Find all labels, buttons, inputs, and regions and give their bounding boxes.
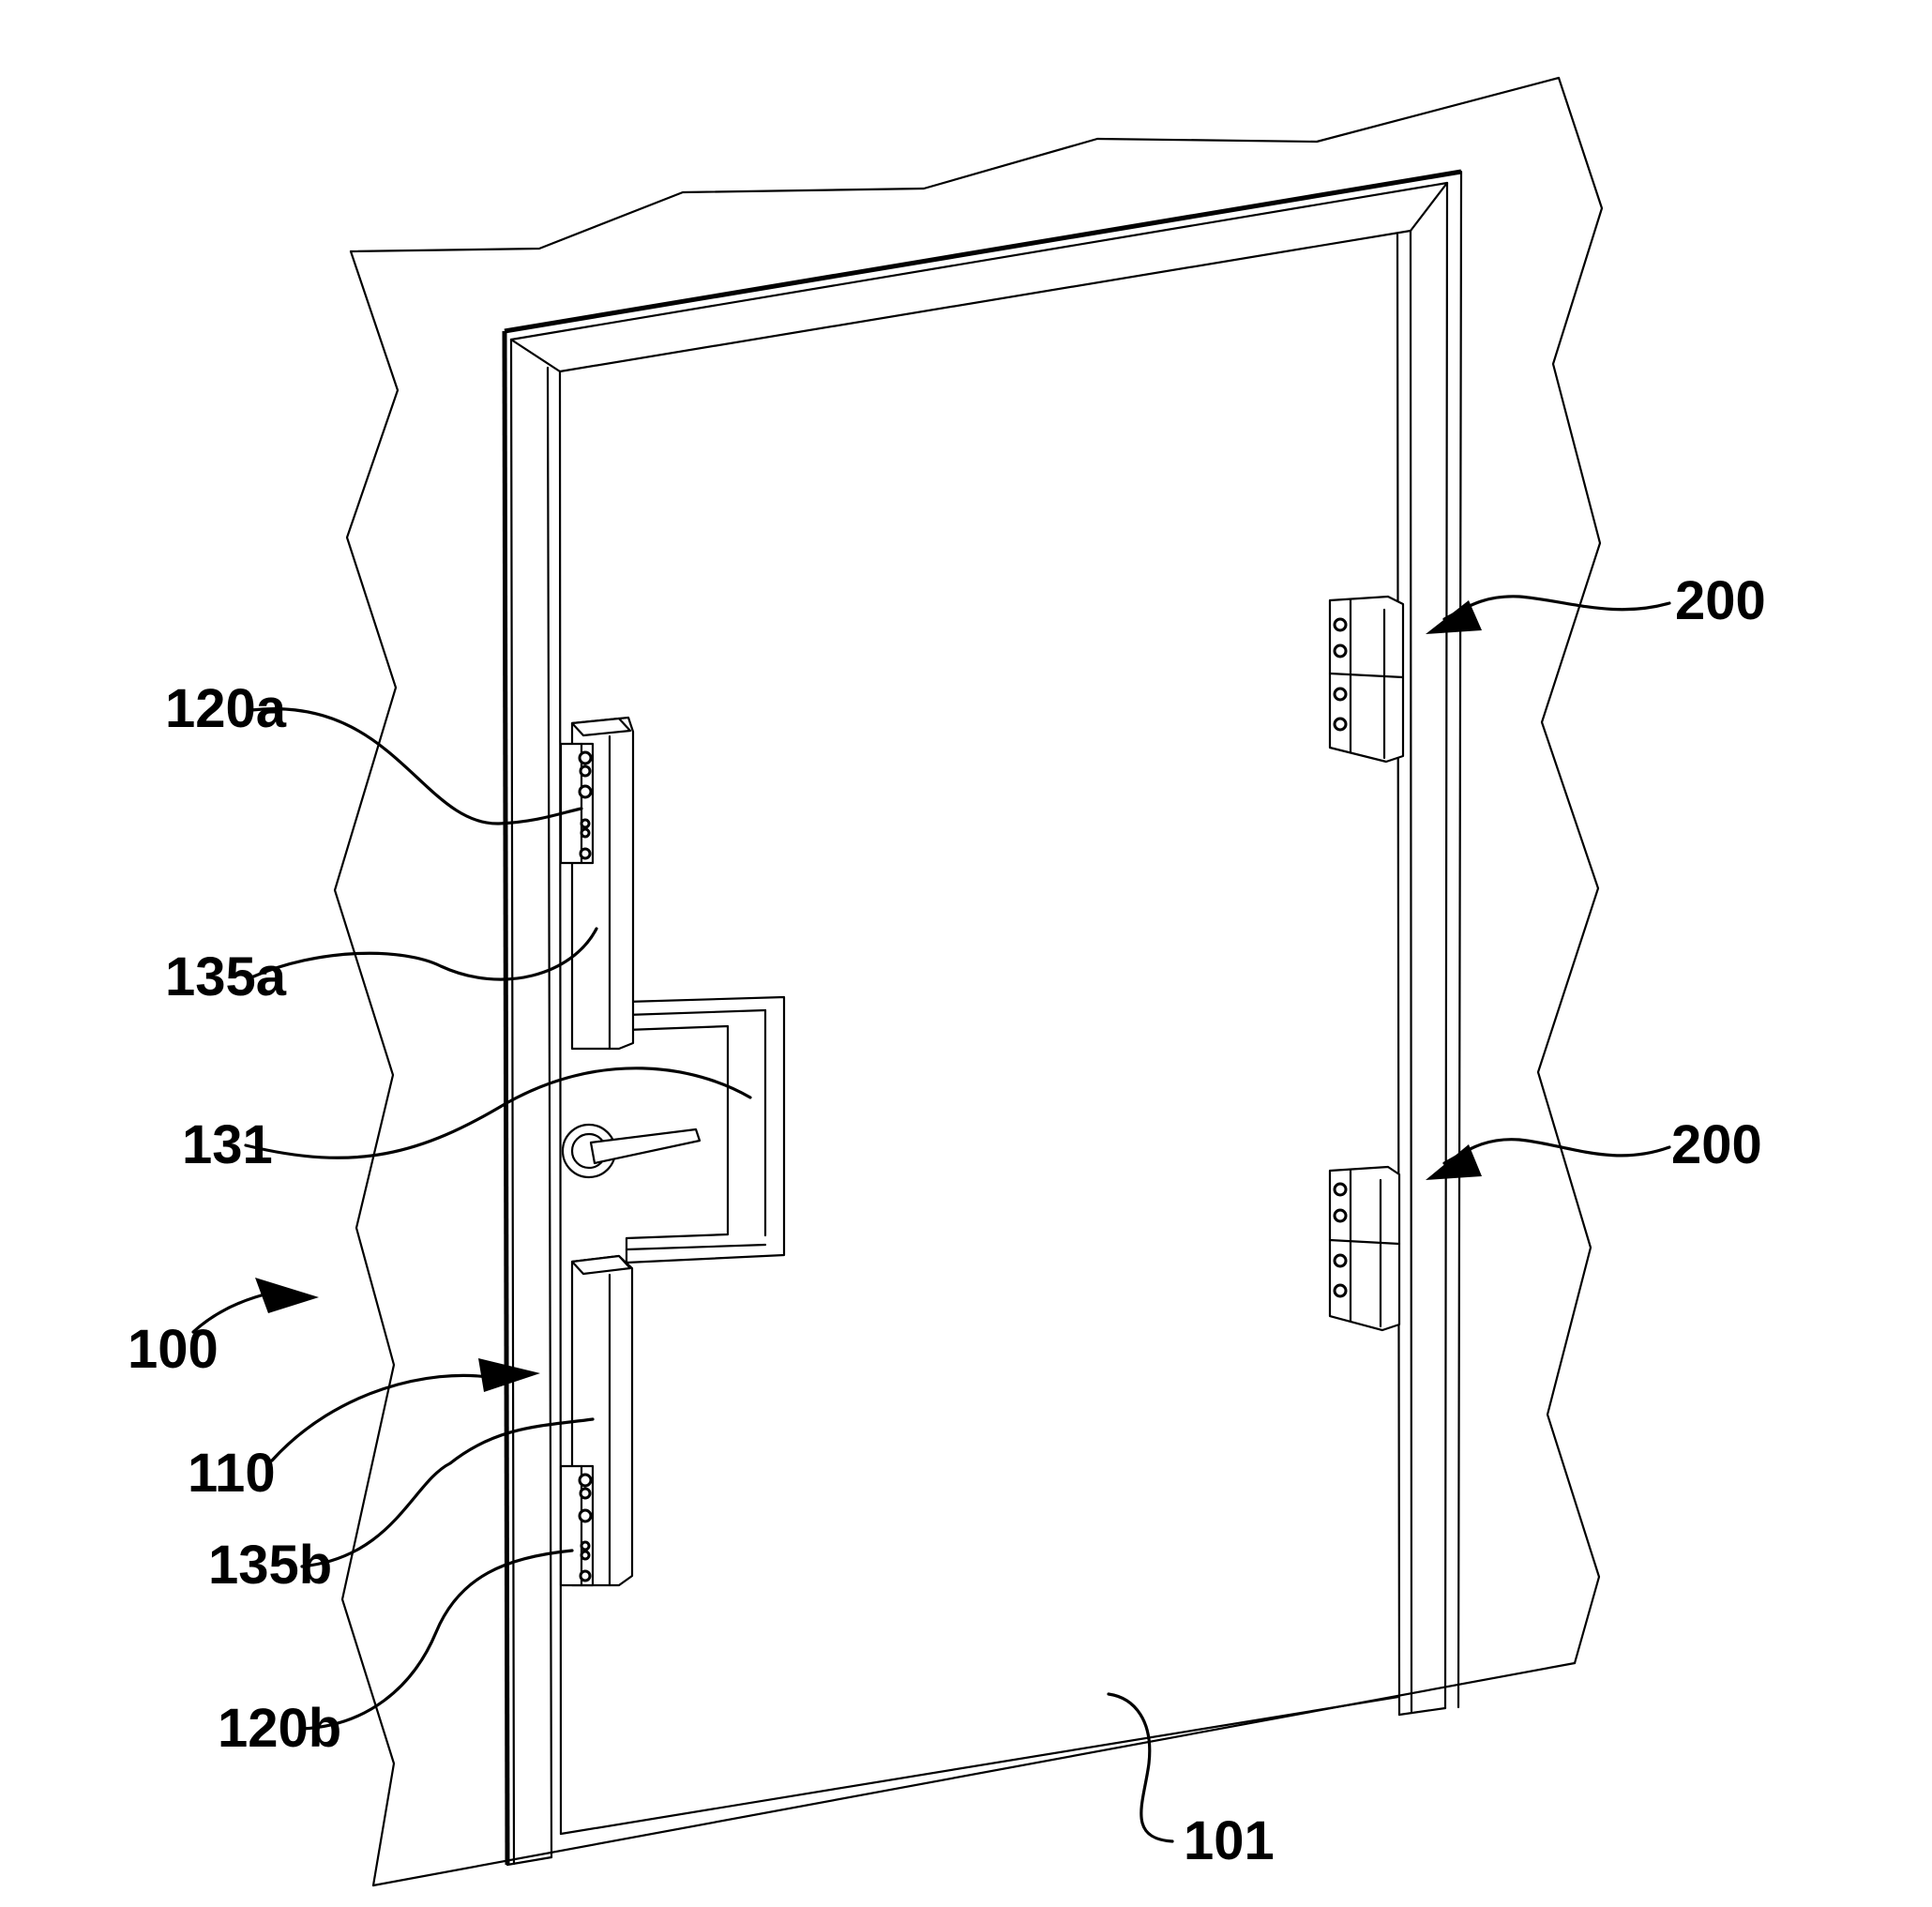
hinge-120a-screw — [581, 849, 590, 858]
leader-120b — [302, 1551, 572, 1729]
ref-110: 110 — [188, 1443, 276, 1504]
strike-plate-lower — [1330, 1167, 1399, 1330]
hinge-120a-screw — [581, 829, 589, 837]
frame-miter-right — [1411, 183, 1447, 231]
hinge-120b — [561, 1466, 593, 1585]
wall-left-break-line — [335, 251, 398, 1885]
strike-plate-lower-screw — [1335, 1210, 1346, 1221]
ref-101: 101 — [1184, 1810, 1275, 1871]
strike-plate-upper — [1330, 597, 1403, 762]
frame-right-inner-edge — [1445, 183, 1447, 1708]
strike-plate-upper-screw — [1335, 689, 1346, 700]
hinge-120b-screw — [581, 1571, 590, 1581]
strike-plate-upper-screw — [1335, 619, 1346, 630]
leader-200-lower-arrowhead — [1426, 1144, 1482, 1180]
leader-135b — [302, 1419, 593, 1566]
wall-top-break-line — [351, 78, 1559, 251]
hinge-120a-screw — [581, 766, 590, 776]
ref-120a: 120a — [165, 678, 287, 739]
strike-plate-upper-screw — [1335, 645, 1346, 657]
ref-135b: 135b — [208, 1535, 332, 1596]
frame-right-jamb-face-2 — [1397, 235, 1399, 1715]
strike-plate-lower-screw — [1335, 1255, 1346, 1266]
wall-right-break-line — [1538, 78, 1602, 1663]
hinge-120b-screw — [580, 1510, 591, 1521]
leader-101 — [1109, 1694, 1172, 1841]
leader-135a — [251, 929, 596, 979]
frame-right-outer-edge — [1458, 172, 1461, 1707]
hinge-120a-screw — [581, 820, 589, 827]
hinge-120b-screw — [580, 1475, 591, 1486]
ref-200-upper: 200 — [1675, 570, 1766, 631]
leader-110 — [272, 1375, 488, 1461]
leader-lines — [193, 597, 1669, 1841]
frame-top-outer-edge — [505, 172, 1461, 331]
leader-200-upper — [1444, 597, 1669, 619]
leader-110-arrowhead — [478, 1358, 540, 1392]
hinge-120a-screw — [580, 752, 591, 764]
strike-plate-lower-screw — [1335, 1285, 1346, 1296]
frame-left-jamb-face — [548, 368, 551, 1857]
leader-100-arrowhead — [255, 1278, 319, 1313]
door-leaf-left-edge — [560, 371, 561, 1834]
bracket-body — [626, 997, 784, 1263]
door-handle — [563, 1125, 700, 1177]
hinge-120b-screw — [581, 1551, 589, 1559]
ref-120b: 120b — [218, 1698, 341, 1759]
frame-top-inner-edge — [511, 183, 1447, 340]
hinge-120b-screw — [581, 1542, 589, 1550]
ref-135a: 135a — [165, 946, 287, 1007]
frame-left-outer-edge — [505, 331, 507, 1865]
strike-plate-upper-screw — [1335, 719, 1346, 730]
door-leaf — [560, 371, 1398, 1834]
wall-bottom-line — [373, 1663, 1575, 1885]
ref-200-lower: 200 — [1671, 1114, 1762, 1175]
leader-200-lower — [1444, 1140, 1669, 1163]
ref-100: 100 — [128, 1319, 219, 1380]
hinge-120b-screw — [581, 1489, 590, 1498]
frame-right-jamb-foot — [1399, 1708, 1445, 1715]
ref-131: 131 — [182, 1114, 273, 1175]
hinge-120a — [561, 744, 593, 863]
leader-120a — [251, 709, 581, 824]
strike-plate-lower-screw — [1335, 1184, 1346, 1195]
hinge-120a-screw — [580, 786, 591, 797]
frame-miter-left — [511, 340, 560, 371]
